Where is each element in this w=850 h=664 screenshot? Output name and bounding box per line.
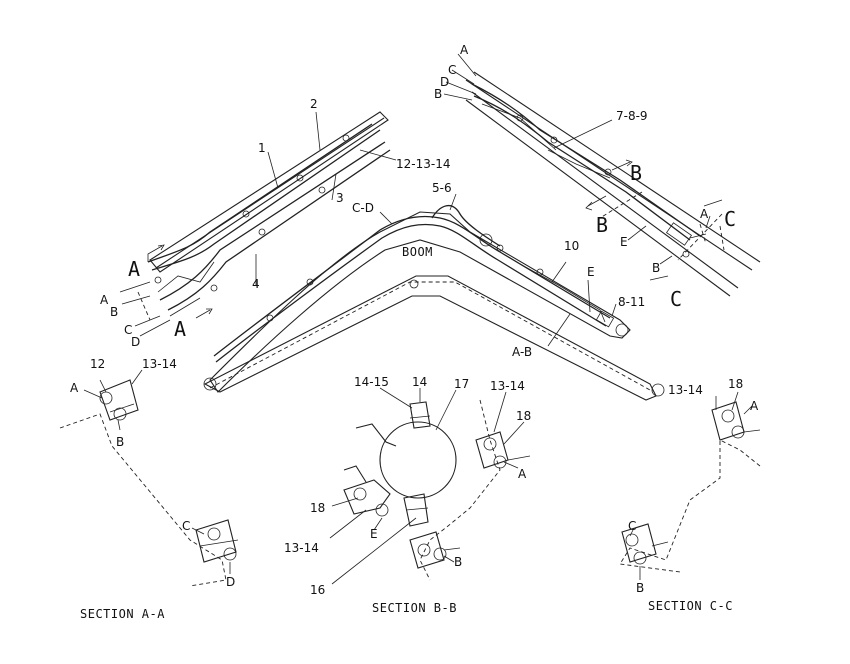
section-marker-a-right: A [174, 317, 186, 341]
stick-assembly [119, 111, 397, 337]
stick-labels: 1 2 3 4 12-13-14 A A A B C D [100, 97, 450, 349]
upper-hose-d: D [440, 75, 449, 89]
bb-callout-14: 14 [412, 375, 427, 389]
section-c-c-drawing [619, 391, 761, 580]
upper-hose-b: B [434, 87, 442, 101]
section-marker-a-left: A [128, 257, 140, 281]
callout-5-6: 5-6 [432, 181, 452, 195]
bb-hose-a: A [518, 467, 527, 481]
callout-7-8-9: 7-8-9 [616, 109, 648, 123]
callout-10: 10 [564, 239, 579, 253]
section-b-b-drawing [329, 387, 531, 585]
bb-callout-16: 16 [310, 583, 325, 597]
boom-top-labels: A C D B 7-8-9 B B C C A E B [434, 43, 736, 311]
upper-hose-e: E [620, 235, 628, 249]
section-b-b-labels: 14-15 14 17 13-14 18 A 18 E 13-14 16 B S… [284, 375, 531, 615]
cc-hose-c: C [628, 519, 636, 533]
bb-callout-17: 17 [454, 377, 469, 391]
aa-callout-12: 12 [90, 357, 105, 371]
aa-hose-c: C [182, 519, 190, 533]
boom-hose-e: E [587, 265, 595, 279]
upper-hose-b-small: B [652, 261, 660, 275]
aa-callout-13-14: 13-14 [142, 357, 177, 371]
bb-callout-18-top: 18 [516, 409, 531, 423]
boom-top-assembly [443, 53, 761, 297]
cc-callout-18: 18 [728, 377, 743, 391]
bb-callout-18-left: 18 [310, 501, 325, 515]
bb-hose-b: B [454, 555, 462, 569]
section-marker-b-lower: B [596, 213, 608, 237]
callout-c-d: C-D [352, 201, 374, 215]
boom-assembly [203, 193, 665, 401]
bb-hose-e: E [370, 527, 378, 541]
hose-label-a: A [100, 293, 109, 307]
cc-hose-a: A [750, 399, 759, 413]
section-marker-c-upper: C [724, 207, 736, 231]
hose-label-d: D [131, 335, 140, 349]
bb-callout-14-15: 14-15 [354, 375, 389, 389]
callout-12-13-14: 12-13-14 [396, 157, 450, 171]
aa-hose-b: B [116, 435, 124, 449]
callout-2: 2 [310, 97, 318, 111]
section-a-a-drawing [59, 369, 239, 587]
callout-3: 3 [336, 191, 344, 205]
boom-title: BOOM [402, 245, 433, 259]
section-b-b-title: SECTION B-B [372, 601, 457, 615]
callout-4: 4 [252, 277, 260, 291]
cc-callout-13-14: 13-14 [668, 383, 703, 397]
section-a-a-title: SECTION A-A [80, 607, 165, 621]
cc-hose-b: B [636, 581, 644, 595]
callout-1: 1 [258, 141, 266, 155]
upper-hose-a-small: A [700, 207, 709, 221]
callout-a-b: A-B [512, 345, 532, 359]
section-a-a-labels: 12 13-14 A B C D SECTION A-A [70, 357, 235, 621]
upper-hose-c: C [448, 63, 456, 77]
hose-label-c: C [124, 323, 132, 337]
section-c-c-title: SECTION C-C [648, 599, 733, 613]
upper-hose-a: A [460, 43, 469, 57]
bb-callout-13-14-bottom: 13-14 [284, 541, 319, 555]
section-marker-b-upper: B [630, 161, 642, 185]
aa-hose-a: A [70, 381, 79, 395]
boom-labels: BOOM C-D 5-6 10 E 8-11 A-B [352, 181, 645, 359]
bb-callout-13-14-top: 13-14 [490, 379, 525, 393]
callout-8-11: 8-11 [618, 295, 645, 309]
section-c-c-labels: 13-14 18 A C B SECTION C-C [628, 377, 759, 613]
aa-hose-d: D [226, 575, 235, 589]
hose-label-b: B [110, 305, 118, 319]
section-marker-c-lower: C [670, 287, 682, 311]
